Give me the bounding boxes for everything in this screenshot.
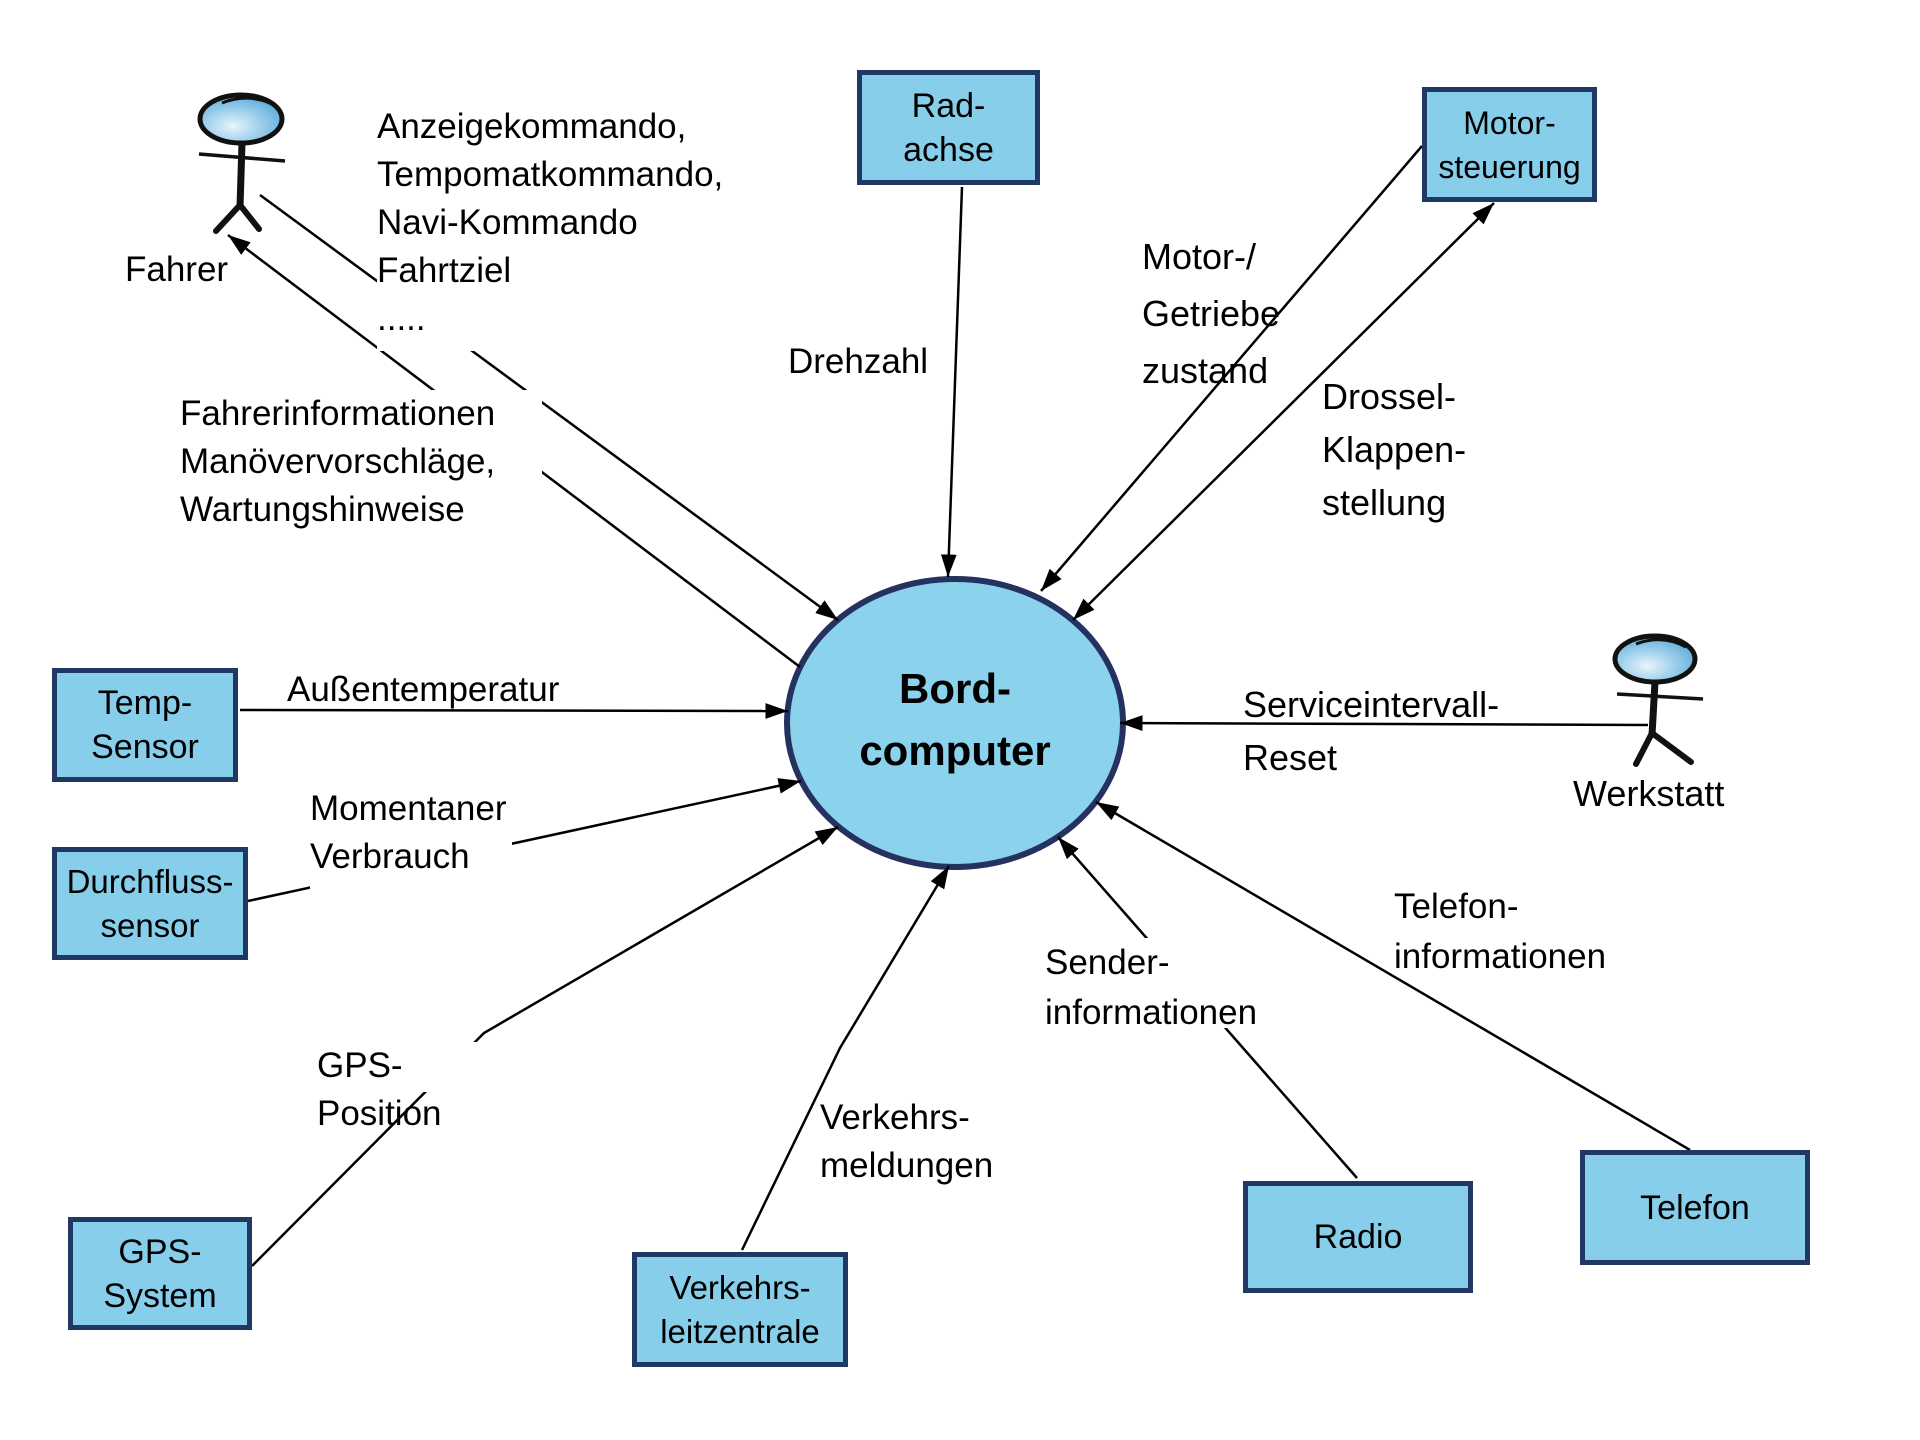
flow-label-aussentemperatur: Außentemperatur [287, 670, 560, 709]
node-durchflusssensor: Durchfluss- sensor [52, 847, 248, 960]
node-telefon-label: Telefon [1640, 1188, 1750, 1227]
flow-label-senderinformationen: Sender- informationen [1045, 938, 1295, 1032]
flow-label-serviceintervall-reset: Serviceintervall- Reset [1243, 684, 1500, 778]
node-motorsteuerung: Motor- steuerung [1422, 87, 1597, 202]
bordcomputer-label: Bord- computer [859, 665, 1051, 774]
flow-line-aussentemperatur [239, 703, 789, 719]
flow-label-telefoninformationen: Telefon- informationen [1394, 887, 1607, 976]
node-radio-label: Radio [1313, 1218, 1403, 1256]
node-telefon: Telefon [1580, 1150, 1810, 1265]
flow-label-verkehrsmeldungen: Verkehrs- meldungen [820, 1098, 994, 1185]
fahrer-actor-label: Fahrer [125, 250, 229, 289]
flow-label-motor-getriebe-zustand: Motor-/ Getriebe zustand [1142, 236, 1281, 391]
flow-line-serviceintervall-reset [1119, 715, 1649, 731]
node-temp-sensor: Temp- Sensor [52, 668, 238, 782]
node-radachse-label: Rad- achse [903, 86, 994, 169]
node-temp-sensor-label: Temp- Sensor [91, 684, 199, 766]
node-verkehrsleitzentrale: Verkehrs- leitzentrale [632, 1252, 848, 1367]
werkstatt-actor-label: Werkstatt [1573, 773, 1725, 814]
flow-line-fahrer-kommandos [259, 193, 839, 622]
node-verkehrsleitzentrale-label: Verkehrs- leitzentrale [660, 1268, 820, 1350]
flow-label-drehzahl: Drehzahl [788, 342, 929, 381]
node-radachse: Rad- achse [857, 70, 1040, 185]
werkstatt-actor-icon [1612, 633, 1704, 767]
flow-line-drosselklappenstellung [1072, 202, 1495, 621]
flow-line-telefoninformationen [1095, 800, 1691, 1152]
node-motorsteuerung-label: Motor- steuerung [1438, 104, 1581, 185]
node-gps-system: GPS- System [68, 1217, 252, 1330]
flow-label-momentaner-verbrauch: Momentaner Verbrauch [310, 785, 512, 891]
node-durchflusssensor-label: Durchfluss- sensor [66, 862, 234, 944]
flow-label-gps-position: GPS-Position [310, 1042, 498, 1133]
node-gps-system-label: GPS- System [103, 1232, 217, 1315]
fahrer-actor-icon [197, 92, 286, 234]
flow-label-fahrer-informationen: Fahrerinformationen Manövervorschläge, W… [180, 390, 542, 540]
flow-label-drosselklappenstellung: Drossel- Klappen- stellung [1322, 376, 1467, 523]
flow-line-drehzahl [940, 186, 964, 578]
flow-label-fahrer-kommandos: Anzeigekommando, Tempomatkommando, Navi-… [377, 103, 723, 351]
node-radio: Radio [1243, 1181, 1473, 1293]
flow-line-verkehrsmeldungen [740, 865, 951, 1251]
flow-line-gps-position [251, 825, 839, 1267]
